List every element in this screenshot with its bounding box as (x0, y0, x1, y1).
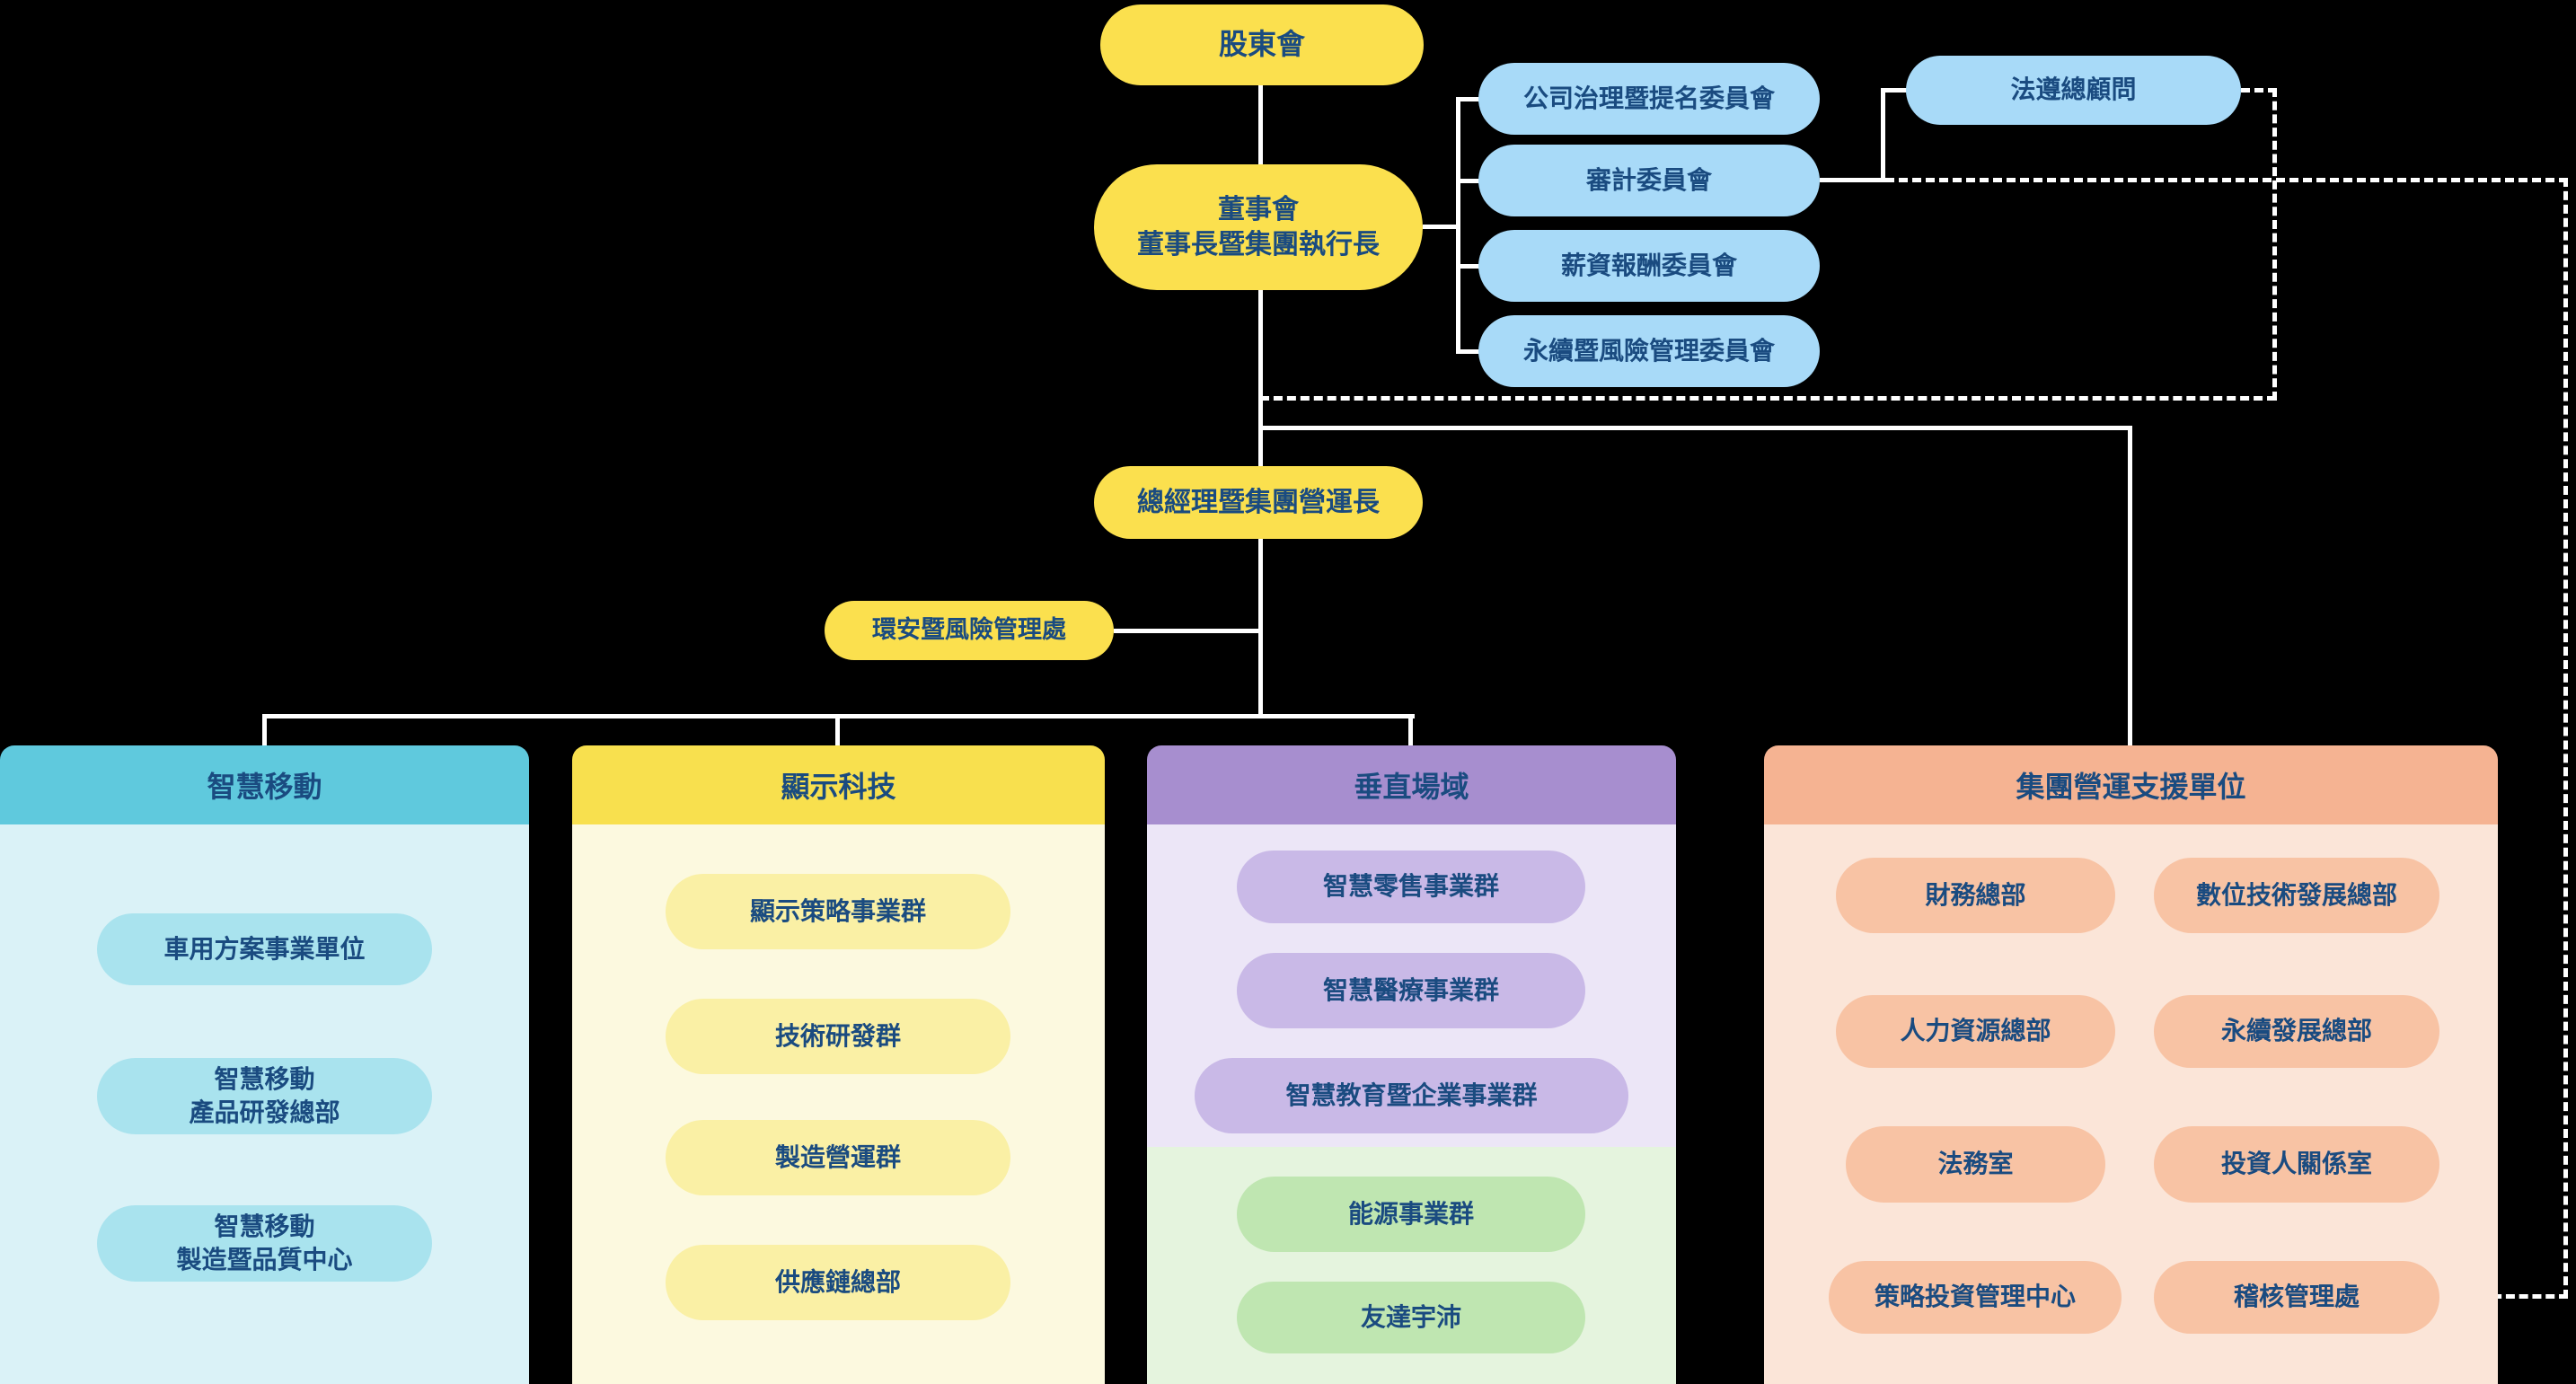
unit-investor-relations-office: 投資人關係室 (2154, 1126, 2439, 1203)
connector-committee-bracket (1456, 97, 1460, 354)
connector-stub-vertical-domains (1408, 714, 1413, 750)
connector-group-support-v (2128, 426, 2132, 749)
dotted-compliance-to-trunk (1260, 396, 2276, 401)
unit-sm-mfg-quality-center: 智慧移動 製造暨品質中心 (97, 1205, 432, 1282)
board-of-directors-node: 董事會 董事長暨集團執行長 (1094, 164, 1423, 290)
unit-smart-education-enterprise-bg: 智慧教育暨企業事業群 (1195, 1058, 1628, 1133)
unit-finance-hq: 財務總部 (1836, 858, 2115, 933)
unit-smart-healthcare-bg: 智慧醫療事業群 (1237, 953, 1585, 1028)
unit-technology-rd-group: 技術研發群 (666, 999, 1010, 1074)
connector-group-support-h (1258, 426, 2132, 430)
connector-committee-stub-4 (1456, 349, 1480, 354)
connector-audit-compliance-h2 (1881, 88, 1910, 93)
unit-digital-tech-dev-hq: 數位技術發展總部 (2154, 858, 2439, 933)
dotted-compliance-right (2241, 88, 2277, 93)
unit-strategic-investment-center: 策略投資管理中心 (1829, 1261, 2122, 1334)
connector-ehs-branch (1114, 629, 1260, 633)
committee-audit-node: 審計委員會 (1478, 145, 1820, 216)
connector-committee-stub-2 (1456, 179, 1480, 183)
unit-display-strategy-bg: 顯示策略事業群 (666, 874, 1010, 949)
unit-human-resources-hq: 人力資源總部 (1836, 995, 2115, 1068)
connector-audit-compliance-h1 (1820, 178, 1885, 182)
dotted-audit-right (1885, 178, 2568, 182)
shareholders-meeting-node: 股東會 (1100, 4, 1424, 85)
connector-board-committees (1423, 225, 1460, 229)
unit-smart-retail-bg: 智慧零售事業群 (1237, 851, 1585, 923)
connector-stub-display-tech (835, 714, 840, 750)
division-header-display-tech: 顯示科技 (572, 745, 1105, 824)
connector-shareholders-board (1258, 85, 1263, 168)
division-header-group-support: 集團營運支援單位 (1764, 745, 2498, 824)
connector-stub-smart-mobility (262, 714, 267, 750)
unit-energy-bg: 能源事業群 (1237, 1177, 1585, 1252)
committee-governance-nomination-node: 公司治理暨提名委員會 (1478, 63, 1820, 135)
president-coo-node: 總經理暨集團營運長 (1094, 466, 1423, 539)
dotted-compliance-down (2272, 88, 2277, 401)
unit-manufacturing-ops-group: 製造營運群 (666, 1120, 1010, 1195)
unit-auo-envirotech: 友達宇沛 (1237, 1282, 1585, 1353)
connector-committee-stub-1 (1456, 97, 1480, 101)
connector-committee-stub-3 (1456, 264, 1480, 269)
unit-supply-chain-hq: 供應鏈總部 (666, 1245, 1010, 1320)
compliance-counsel-node: 法遵總顧問 (1906, 56, 2241, 125)
committee-compensation-node: 薪資報酬委員會 (1478, 230, 1820, 302)
unit-sm-product-rd-hq: 智慧移動 產品研發總部 (97, 1058, 432, 1134)
division-header-smart-mobility: 智慧移動 (0, 745, 529, 824)
committee-sustainability-risk-node: 永續暨風險管理委員會 (1478, 315, 1820, 387)
unit-automotive-solutions: 車用方案事業單位 (97, 913, 432, 985)
connector-audit-compliance-v (1881, 90, 1885, 182)
connector-president-trunk (1258, 538, 1263, 718)
unit-internal-audit-division: 稽核管理處 (2154, 1261, 2439, 1334)
ehs-risk-division-node: 環安暨風險管理處 (825, 601, 1114, 660)
division-header-vertical-domains: 垂直場域 (1147, 745, 1676, 824)
dotted-audit-to-internal-audit (2439, 1294, 2568, 1299)
unit-legal-office: 法務室 (1846, 1126, 2105, 1203)
connector-board-president (1258, 289, 1263, 468)
unit-sustainability-dev-hq: 永續發展總部 (2154, 995, 2439, 1068)
dotted-audit-down (2563, 178, 2568, 1299)
